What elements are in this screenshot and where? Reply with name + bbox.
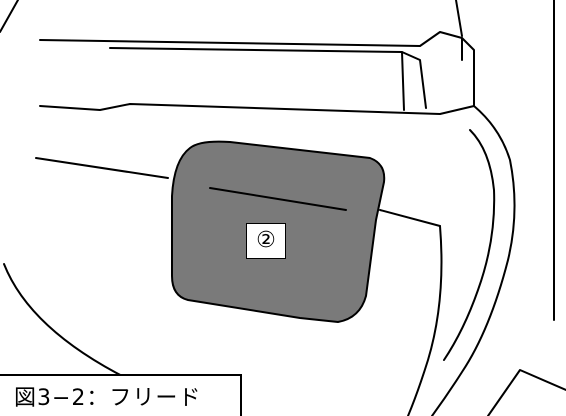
figure-caption: 図3−2：フリード bbox=[0, 374, 242, 416]
body-crease-left bbox=[35, 157, 169, 179]
left-edge-line bbox=[0, 0, 19, 33]
tail-light-inner bbox=[443, 129, 496, 361]
spoiler-fold-line bbox=[401, 51, 405, 111]
bumper-line bbox=[487, 369, 566, 416]
wheel-arch-line bbox=[3, 263, 131, 381]
tail-light-outline bbox=[431, 105, 516, 416]
rear-pillar-line bbox=[455, 0, 463, 37]
panel-crease-line bbox=[209, 187, 347, 211]
part-number-marker: ② bbox=[246, 223, 286, 259]
spoiler-inner-line bbox=[109, 47, 427, 109]
body-crease-right bbox=[379, 209, 441, 227]
rear-lower-curve bbox=[407, 225, 443, 416]
spoiler-outline bbox=[39, 31, 475, 115]
